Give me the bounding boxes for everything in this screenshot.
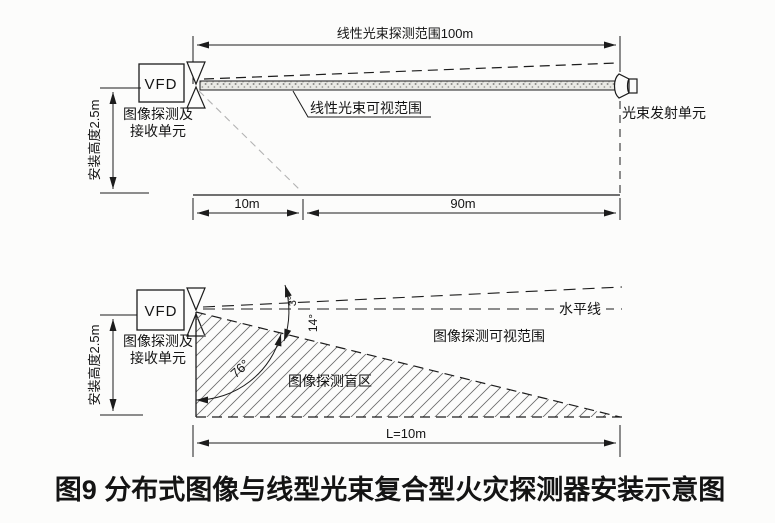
height-label-top: 安装高度2.5m <box>87 100 102 181</box>
emitter-label: 光束发射单元 <box>622 105 706 121</box>
linear-beam <box>198 62 619 192</box>
fov-upper-boundary <box>202 286 623 308</box>
beam-spread-line <box>203 62 618 80</box>
height-dimension-top: 安装高度2.5m <box>87 87 149 194</box>
angle-3-label: 3° <box>287 296 299 307</box>
dim-10m-label: 10m <box>234 196 259 211</box>
vfd-device-top: VFD <box>138 61 206 109</box>
camera-visible-label: 图像探测可视范围 <box>433 328 545 344</box>
vfd-device-bottom: VFD <box>136 287 206 337</box>
lens-upper-icon <box>186 61 206 86</box>
beam-visible-callout: 线性光束可视范围 <box>292 90 431 118</box>
device-caption-bottom-2: 接收单元 <box>130 350 186 366</box>
emitter-horn-icon <box>613 73 630 99</box>
bottom-diagram: VFD 图像探测及 接收单元 安装高度2.5m 图像探测盲区 水平线 图 <box>87 284 624 457</box>
top-diagram: 线性光束探测范围100m VFD 图像探测及 接收单元 安装高度2.5m 线性光 <box>87 26 706 220</box>
blind-zone-label: 图像探测盲区 <box>288 373 372 389</box>
vfd-label-top: VFD <box>145 76 178 93</box>
device-caption-top-2: 接收单元 <box>130 123 186 139</box>
camera-fov-line-top <box>198 90 302 192</box>
height-dimension-bottom: 安装高度2.5m <box>87 314 143 416</box>
beam-range-dimension: 线性光束探测范围100m <box>192 26 621 84</box>
lens-lower-icon <box>186 85 206 109</box>
length-dimension: L=10m <box>192 425 621 457</box>
dim-L-label: L=10m <box>386 426 426 441</box>
vfd-label-bottom: VFD <box>145 303 178 320</box>
angle-14-label: 14° <box>306 314 320 332</box>
angle-arc-76 <box>195 333 282 404</box>
ground-dimension-top: 10m 90m <box>192 194 621 220</box>
lens-upper-icon <box>186 287 206 312</box>
dim-90m-label: 90m <box>450 196 475 211</box>
horizon-label: 水平线 <box>559 301 601 317</box>
emitter-body-icon <box>628 78 638 94</box>
beam-emitter-unit: 光束发射单元 <box>613 73 706 194</box>
figure-caption: 图9 分布式图像与线型光束复合型火灾探测器安装示意图 <box>55 474 726 505</box>
device-caption-bottom-1: 图像探测及 <box>123 333 193 349</box>
beam-range-label: 线性光束探测范围100m <box>337 26 474 41</box>
height-label-bottom: 安装高度2.5m <box>87 325 102 406</box>
device-caption-top-1: 图像探测及 <box>123 106 193 122</box>
blind-zone: 图像探测盲区 <box>195 311 624 418</box>
beam-band <box>199 80 619 91</box>
beam-visible-label: 线性光束可视范围 <box>310 100 422 116</box>
angle-arc-small <box>283 284 292 342</box>
fov-lower-boundary <box>195 311 621 418</box>
camera-fov: 水平线 图像探测可视范围 <box>202 286 623 344</box>
